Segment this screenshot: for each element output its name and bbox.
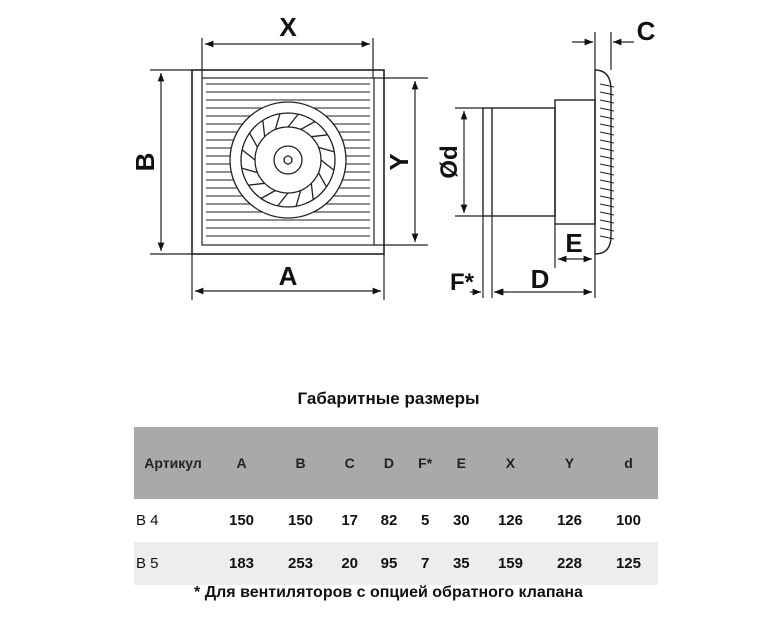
side-front-panel	[594, 69, 612, 255]
fan-dimension-drawing: X A B Y Ød C	[130, 12, 656, 300]
dimension-f	[470, 216, 505, 298]
table-cell: 253	[271, 542, 330, 585]
table-cell: 17	[341, 512, 358, 529]
dimension-a	[191, 254, 385, 300]
header-cell: Y	[539, 427, 599, 499]
label-f: F*	[450, 269, 475, 296]
dimension-c	[572, 32, 634, 70]
table-cell: 150	[228, 512, 255, 529]
table-cell: 183	[212, 542, 271, 585]
label-x: X	[279, 12, 297, 42]
label-b: B	[130, 153, 160, 172]
front-view	[191, 69, 385, 255]
table-cell: 5	[420, 512, 430, 529]
table-cell: 126	[497, 512, 523, 529]
table-cell: 35	[441, 542, 481, 585]
header-cell: C	[330, 427, 370, 499]
front-panel-inner	[201, 77, 375, 246]
footnote: * Для вентиляторов с опцией обратного кл…	[194, 584, 583, 601]
dimension-b	[150, 69, 192, 255]
header-cell: d	[598, 427, 658, 499]
label-c: C	[637, 16, 656, 46]
dimension-diameter	[455, 107, 483, 217]
header-cell: D	[369, 427, 409, 499]
label-y: Y	[384, 153, 414, 170]
side-duct	[482, 107, 556, 217]
dimension-x	[201, 38, 374, 78]
dimension-d	[491, 216, 596, 298]
table-header-row: Артикул A B C D F* E X Y d	[134, 427, 658, 499]
dimensions-table: Артикул A B C D F* E X Y d B 4 150 150 1…	[134, 427, 658, 585]
header-cell: F*	[408, 427, 442, 499]
label-e: E	[565, 228, 582, 258]
table-row: B 4 150 150 17 82 5 30 126 126 100	[134, 499, 658, 542]
header-cell: B	[271, 427, 330, 499]
model-cell: B 4	[136, 512, 159, 529]
table-cell: 20	[330, 542, 370, 585]
side-motor-housing	[554, 99, 596, 225]
impeller	[229, 101, 347, 219]
table-cell: 228	[539, 542, 599, 585]
header-cell: Артикул	[134, 427, 212, 499]
table-cell: 126	[556, 512, 582, 529]
table-cell: 125	[598, 542, 658, 585]
header-cell: A	[212, 427, 271, 499]
dimension-e	[554, 224, 596, 268]
front-panel-outer	[191, 69, 385, 255]
table-cell: 150	[287, 512, 314, 529]
table-cell: 95	[369, 542, 409, 585]
dimension-y	[374, 77, 428, 246]
table-cell: 159	[480, 542, 540, 585]
header-cell: X	[480, 427, 540, 499]
label-diameter: Ød	[436, 145, 463, 178]
label-d: D	[531, 264, 550, 294]
model-cell: B 5	[134, 542, 212, 585]
table-row: B 5 183 253 20 95 7 35 159 228 125	[134, 542, 658, 585]
label-a: A	[279, 261, 298, 291]
table-cell: 100	[615, 512, 641, 529]
table-cell: 30	[452, 512, 470, 529]
table-cell: 82	[380, 512, 398, 529]
table-cell: 7	[408, 542, 442, 585]
header-cell: E	[441, 427, 481, 499]
side-view	[482, 69, 615, 255]
table-title: Габаритные размеры	[297, 389, 480, 408]
